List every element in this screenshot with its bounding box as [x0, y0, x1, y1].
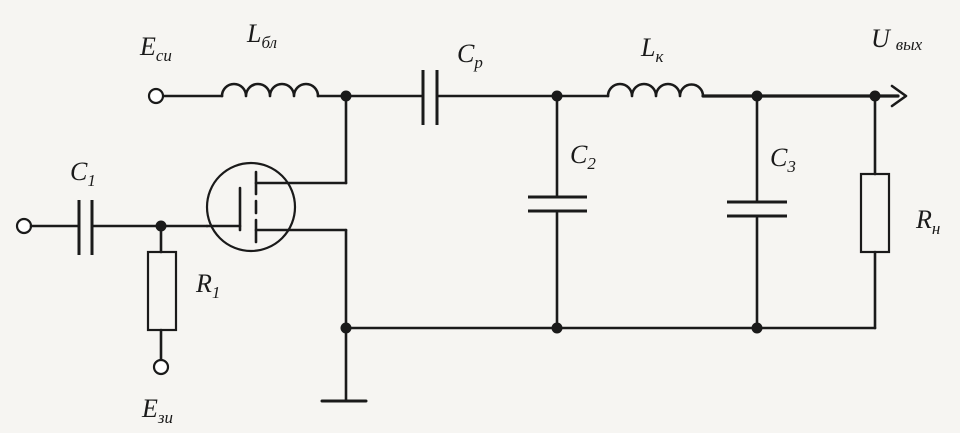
output-arrow: [890, 84, 908, 108]
label-l-bl: Lбл: [246, 19, 277, 52]
e-si-terminal: [147, 87, 165, 105]
l-k-inductor: [606, 82, 705, 98]
label-c1: C1: [70, 157, 96, 190]
rn-resistor: [859, 172, 891, 254]
label-c-p: Cр: [457, 39, 483, 72]
label-c2: C2: [570, 140, 596, 173]
label-e-si: Eси: [139, 32, 172, 65]
label-e-zi: Eзи: [141, 394, 173, 427]
junction-dots: [155, 90, 881, 334]
c3-capacitor: [727, 94, 787, 330]
label-l-k: Lк: [640, 33, 664, 66]
c-p-capacitor: [421, 70, 439, 125]
label-r-n: Rн: [915, 205, 940, 238]
c2-capacitor: [528, 94, 587, 330]
e-zi-terminal: [152, 358, 170, 376]
input-terminal: [15, 217, 33, 235]
l-bl-inductor: [220, 82, 320, 98]
label-c3: C3: [770, 143, 796, 176]
c1-capacitor: [77, 200, 94, 255]
label-r1: R1: [195, 269, 220, 302]
r1-resistor: [146, 250, 178, 332]
transistor: [205, 161, 297, 253]
